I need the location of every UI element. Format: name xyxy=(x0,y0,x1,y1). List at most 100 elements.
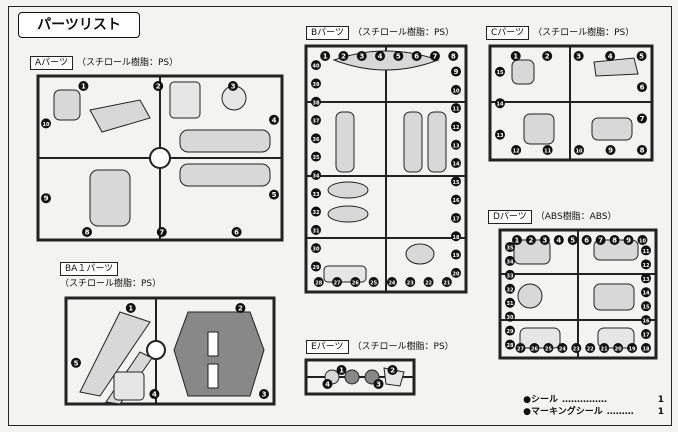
part-number-marker: 17 xyxy=(451,212,461,223)
part-number: 10 xyxy=(639,239,646,245)
part-number-marker: 7 xyxy=(595,235,606,245)
legend-label-marking: ●マーキングシール xyxy=(523,407,603,417)
part-number: 2 xyxy=(238,305,243,313)
part-number: 13 xyxy=(497,133,504,139)
part-number: 24 xyxy=(388,281,395,287)
part-number-marker: 11 xyxy=(542,145,553,155)
part-number-marker: 8 xyxy=(609,235,620,245)
part-number-marker: 19 xyxy=(451,249,461,260)
part-number: 21 xyxy=(443,281,450,287)
part-number: 19 xyxy=(453,253,460,259)
part-number-marker: 16 xyxy=(641,315,651,326)
part-number-marker: 3 xyxy=(539,235,550,245)
part-number: 5 xyxy=(570,237,575,245)
part-number: 27 xyxy=(334,281,341,287)
frame-name-c: Cパーツ xyxy=(486,26,530,40)
part-number-marker: 18 xyxy=(451,231,461,242)
part-number-marker: 20 xyxy=(451,267,461,278)
part-number-marker: 4 xyxy=(375,51,386,61)
part-number: 10 xyxy=(576,149,583,155)
part-number: 1 xyxy=(81,83,86,91)
part-number: 3 xyxy=(576,53,581,61)
part-number-marker: 7 xyxy=(637,113,647,124)
part-number-marker: 8 xyxy=(637,145,647,155)
part-number: 4 xyxy=(325,381,330,389)
part-number-marker: 29 xyxy=(311,261,321,272)
page-border xyxy=(8,6,672,426)
part-number-marker: 28 xyxy=(313,277,324,287)
part-number-marker: 2 xyxy=(338,51,349,61)
part-number-marker: 32 xyxy=(505,283,515,294)
part-number-marker: 34 xyxy=(311,169,321,180)
part-number-marker: 2 xyxy=(387,365,398,375)
part-number-marker: 17 xyxy=(641,329,651,340)
part-number: 21 xyxy=(601,347,608,353)
part-number-marker: 24 xyxy=(386,277,397,287)
part-number: 8 xyxy=(85,229,90,237)
part-number: 15 xyxy=(453,180,460,186)
part-number-marker: 5 xyxy=(393,51,404,61)
part-number: 3 xyxy=(262,391,267,399)
part-number: 25 xyxy=(545,347,552,353)
part-number-marker: 23 xyxy=(571,343,582,353)
legend-label-seal: ●シール xyxy=(523,395,558,405)
part-number: 29 xyxy=(507,329,514,335)
part-number-marker: 2 xyxy=(235,303,246,313)
legend-row-seal: ●シール …………… 1 xyxy=(523,394,664,406)
part-number: 1 xyxy=(128,305,133,313)
part-number-marker: 27 xyxy=(515,343,526,353)
part-number-marker: 37 xyxy=(311,115,321,126)
part-number-marker: 11 xyxy=(451,103,461,114)
part-number: 20 xyxy=(615,347,622,353)
part-number-marker: 26 xyxy=(350,277,361,287)
part-number: 4 xyxy=(378,53,383,61)
part-number: 33 xyxy=(507,273,514,279)
part-number-marker: 29 xyxy=(505,325,515,336)
part-number: 7 xyxy=(159,229,164,237)
part-number: 3 xyxy=(542,237,547,245)
part-number-marker: 13 xyxy=(451,139,461,150)
part-number: 37 xyxy=(313,119,320,125)
part-number-marker: 13 xyxy=(495,129,505,140)
part-number: 18 xyxy=(643,347,650,353)
part-number-marker: 14 xyxy=(641,287,651,298)
part-number-marker: 21 xyxy=(441,277,452,287)
part-number-marker: 11 xyxy=(641,245,651,256)
part-number: 39 xyxy=(313,82,320,88)
part-number-marker: 4 xyxy=(149,389,160,399)
part-number-marker: 3 xyxy=(228,81,238,91)
part-number-marker: 9 xyxy=(623,235,634,245)
part-number-marker: 26 xyxy=(529,343,540,353)
part-number: 4 xyxy=(152,391,157,399)
part-number: 4 xyxy=(556,237,561,245)
part-number-marker: 5 xyxy=(567,235,578,245)
part-number-marker: 39 xyxy=(311,78,321,89)
part-number-marker: 1 xyxy=(320,51,331,61)
part-number-marker: 3 xyxy=(356,51,367,61)
part-number-marker: 14 xyxy=(495,98,505,109)
part-number-marker: 4 xyxy=(553,235,564,245)
part-number: 8 xyxy=(612,237,617,245)
part-number: 2 xyxy=(390,367,395,375)
part-number: 23 xyxy=(573,347,580,353)
part-number: 15 xyxy=(643,305,650,311)
part-number-marker: 22 xyxy=(585,343,596,353)
part-number: 6 xyxy=(414,53,419,61)
part-number: 26 xyxy=(352,281,359,287)
part-number: 15 xyxy=(497,70,504,76)
part-number-marker: 27 xyxy=(332,277,343,287)
part-number-marker: 18 xyxy=(641,343,651,353)
part-number: 17 xyxy=(643,333,650,339)
part-number-marker: 12 xyxy=(641,259,651,270)
frame-name-b: Bパーツ xyxy=(306,26,349,40)
frame-material-d: （ABS樹脂：ABS） xyxy=(535,212,617,222)
part-number-marker: 10 xyxy=(451,84,461,95)
part-number: 1 xyxy=(339,367,344,375)
part-number: 30 xyxy=(313,247,320,253)
part-number-marker: 6 xyxy=(637,82,647,93)
part-number: 5 xyxy=(639,53,644,61)
part-number-marker: 35 xyxy=(311,151,321,162)
part-number: 27 xyxy=(517,347,524,353)
